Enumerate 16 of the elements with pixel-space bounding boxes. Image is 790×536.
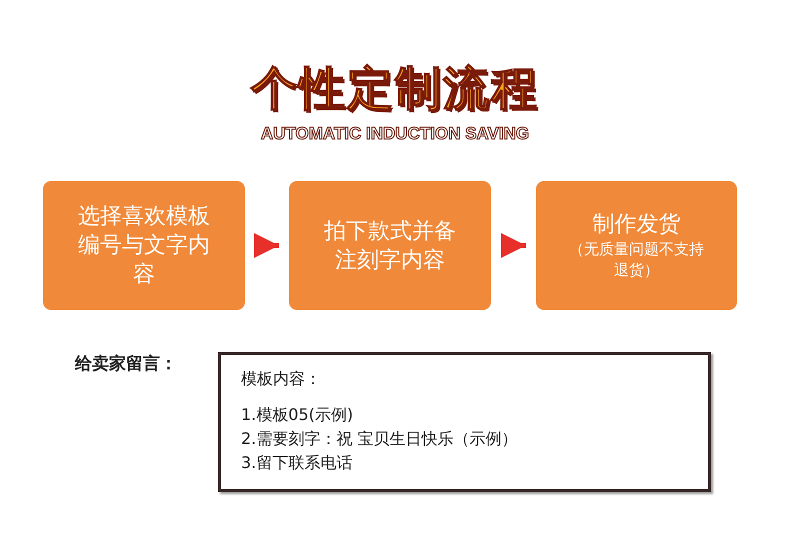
process-box	[536, 181, 737, 310]
process-box	[289, 181, 491, 310]
message-line: 2.需要刻字：祝 宝贝生日快乐（示例）	[241, 428, 518, 450]
step-text: 选择喜欢模板编号与文字内容	[77, 203, 211, 289]
arrow	[254, 233, 279, 258]
step-text: 拍下款式并备注刻字内容	[323, 218, 457, 274]
subtitle-text: AUTOMATIC INDUCTION SAVING	[260, 124, 530, 144]
note-text: （无质量问题不支持退货）	[568, 239, 705, 281]
message-subheading: 模板内容：	[241, 368, 321, 390]
message-line: 3.留下联系电话	[241, 452, 352, 474]
process-box	[43, 181, 245, 310]
step-text: 制作发货	[592, 211, 680, 239]
message-heading: 给卖家留言：	[75, 353, 177, 375]
title-heading: 个性定制流程	[250, 60, 540, 117]
arrow	[501, 233, 526, 258]
message-line: 1.模板05(示例)	[241, 404, 354, 426]
